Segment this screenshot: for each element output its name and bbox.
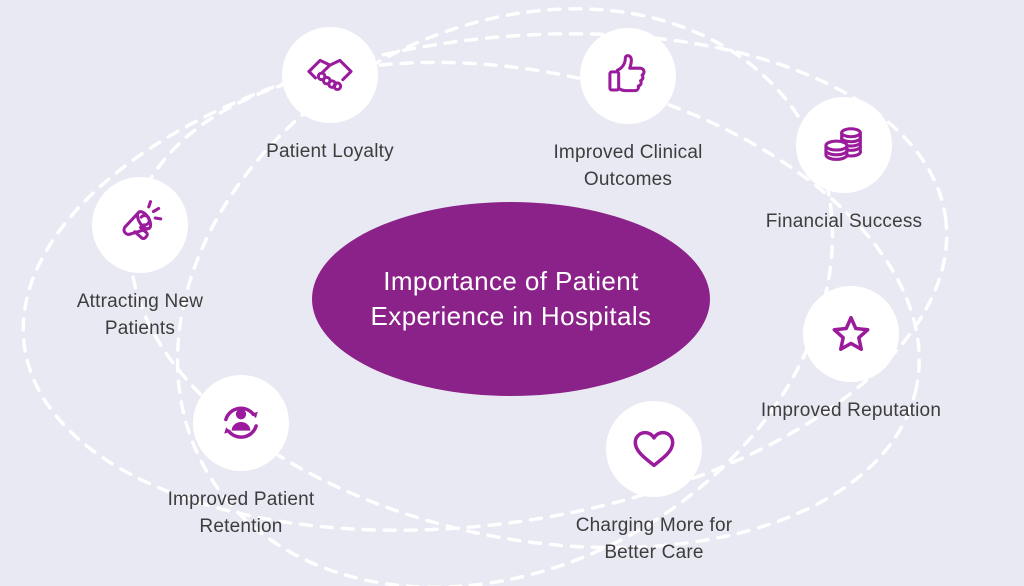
person-sync-icon [224,406,258,439]
node-charging-more-for-better-care: Charging More for Better Care [554,401,754,566]
node-improved-patient-retention: Improved Patient Retention [141,375,341,540]
handshake-icon [307,58,353,91]
improved-reputation-label: Improved Reputation [760,400,942,421]
node-improved-reputation: Improved Reputation [741,286,961,424]
improved-reputation-circle [803,286,899,382]
thumbs-up-icon [608,54,646,93]
improved-patient-retention-circle [193,375,289,471]
diagram-title-line2: Experience in Hospitals [370,301,652,331]
charging-more-label: Charging More for Better Care [575,515,733,563]
heart-icon [633,430,675,468]
improved-clinical-outcomes-label: Improved Clinical Outcomes [553,142,703,190]
charging-more-circle [606,401,702,497]
financial-success-label: Financial Success [765,211,923,232]
improved-patient-retention-label: Improved Patient Retention [167,489,315,537]
diagram-title: Importance of Patient Experience in Hosp… [371,264,652,334]
node-attracting-new-patients: Attracting New Patients [40,177,240,342]
diagram-title-line1: Importance of Patient [383,266,639,296]
coins-icon [824,127,862,161]
node-patient-loyalty: Patient Loyalty [230,27,430,165]
node-improved-clinical-outcomes: Improved Clinical Outcomes [528,28,728,193]
patient-loyalty-circle [282,27,378,123]
star-icon [832,315,870,352]
megaphone-icon [122,200,163,241]
improved-clinical-outcomes-circle [580,28,676,124]
attracting-new-patients-label: Attracting New Patients [76,291,204,339]
center-ellipse: Importance of Patient Experience in Hosp… [312,202,710,396]
attracting-new-patients-circle [92,177,188,273]
node-financial-success: Financial Success [744,97,944,235]
patient-loyalty-label: Patient Loyalty [266,141,394,162]
financial-success-circle [796,97,892,193]
